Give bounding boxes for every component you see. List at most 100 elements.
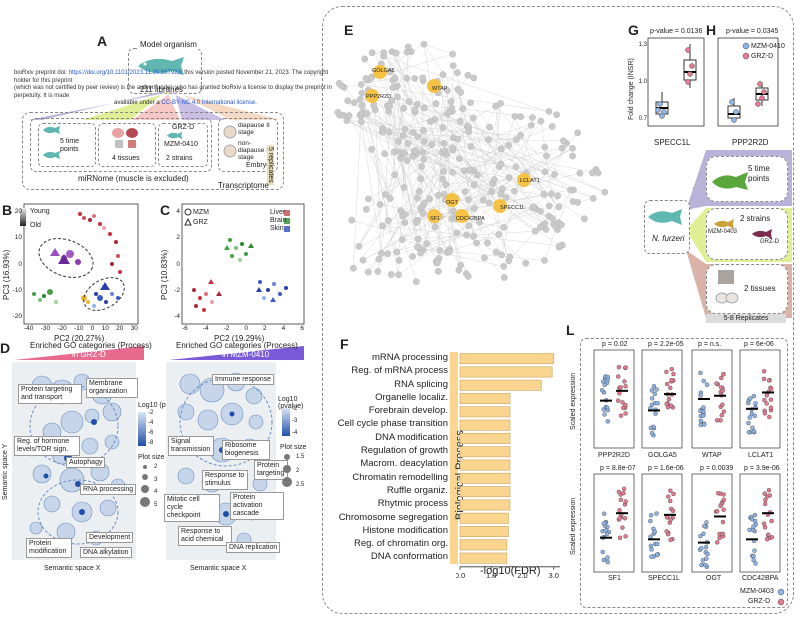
l-point xyxy=(721,507,726,512)
network-node xyxy=(589,195,597,202)
c-ytick: 4 xyxy=(176,208,180,215)
i-time-label: 5 time points xyxy=(748,164,770,183)
network-node xyxy=(556,242,563,250)
f-cat-label: DNA conformation xyxy=(370,551,448,563)
f-cat-label: Macrom. deacylation xyxy=(360,458,448,470)
network-edge xyxy=(392,87,469,128)
l-plot-frame xyxy=(739,349,781,449)
network-node xyxy=(470,181,478,189)
network-nodes xyxy=(334,40,609,286)
panel-h-pvalue: p-value = 0.0345 xyxy=(726,28,779,35)
network-node xyxy=(335,79,343,87)
model-organism-title: Model organism xyxy=(138,40,199,49)
panel-g-gene: SPECC1L xyxy=(654,138,691,147)
l-point xyxy=(602,382,607,388)
l-point xyxy=(668,537,673,542)
network-node xyxy=(467,143,475,150)
l-point xyxy=(746,420,751,426)
network-node xyxy=(558,144,566,152)
network-node xyxy=(370,101,377,109)
network-node xyxy=(414,243,421,251)
d-cbar-tick: -2 xyxy=(148,410,154,416)
network-edge xyxy=(457,138,578,203)
panel-l-frame xyxy=(580,338,788,608)
l-point xyxy=(701,531,706,536)
l-point xyxy=(617,535,623,541)
network-node xyxy=(361,55,369,63)
network-node xyxy=(536,224,544,231)
l-point xyxy=(649,388,655,393)
network-node xyxy=(414,133,422,141)
l-point xyxy=(599,388,605,393)
network-node xyxy=(601,188,609,196)
tissues-box xyxy=(98,123,156,167)
network-node xyxy=(405,98,413,105)
l-point xyxy=(605,419,611,424)
l-point xyxy=(666,396,672,402)
network-node xyxy=(543,152,550,160)
network-edge xyxy=(395,53,419,137)
l-point xyxy=(720,402,725,407)
network-node xyxy=(419,148,427,156)
network-node xyxy=(506,253,514,261)
network-node xyxy=(418,163,426,170)
network-node xyxy=(485,136,492,144)
embryos-box xyxy=(218,118,278,172)
network-node xyxy=(453,69,461,76)
network-edge xyxy=(351,220,419,240)
g-ytick: 1.0 xyxy=(638,79,647,85)
f-bar xyxy=(459,499,511,511)
l-point xyxy=(700,558,706,563)
network-node xyxy=(419,74,427,82)
network-node xyxy=(569,152,576,160)
doi-link[interactable]: https://doi.org/10.1101/2023.11.20.56792… xyxy=(68,70,181,76)
network-node xyxy=(391,74,399,82)
network-node xyxy=(362,205,370,213)
network-node xyxy=(455,266,463,274)
network-node xyxy=(436,247,444,254)
network-node xyxy=(375,255,383,263)
transcriptome-label: Transcriptome xyxy=(218,181,269,190)
f-bar xyxy=(459,393,511,405)
f-cat-label: DNA modification xyxy=(375,431,448,443)
network-edge xyxy=(346,120,469,133)
l-gene-4: SF1 xyxy=(608,575,621,582)
network-node xyxy=(345,112,353,119)
network-edge xyxy=(429,90,448,199)
b-xtick: 20 xyxy=(116,325,124,332)
c-ytick: 2 xyxy=(176,234,180,242)
license-link[interactable]: CC-BY-NC 4.0 International license xyxy=(161,100,256,106)
network-node xyxy=(441,147,449,155)
network-node xyxy=(365,195,372,203)
l-point xyxy=(714,381,719,386)
l-point xyxy=(721,497,727,502)
l-point xyxy=(668,488,673,493)
network-node xyxy=(357,81,365,88)
l-point xyxy=(669,366,674,372)
panel-l-label: L xyxy=(566,322,575,338)
l-point xyxy=(654,387,659,392)
l-gene-2: WTAP xyxy=(702,452,722,459)
l-point xyxy=(704,520,709,525)
d-cbar-tick: -8 xyxy=(148,440,154,446)
i-strain-a: MZM-0403 xyxy=(708,229,738,235)
f-bar xyxy=(459,446,511,458)
network-node xyxy=(505,142,513,149)
nondiapause-label: non-diapause II stage xyxy=(238,140,270,161)
network-node xyxy=(400,184,408,191)
network-edge xyxy=(540,121,558,230)
network-node xyxy=(421,199,428,207)
network-node xyxy=(391,171,399,179)
l-point xyxy=(618,385,623,390)
l-point xyxy=(714,508,720,514)
strain-grz-label: GRZ-D xyxy=(172,124,195,131)
network-edge xyxy=(397,96,585,219)
network-edge xyxy=(462,108,536,209)
hub-label-cdc42bpa: CDC42BPA xyxy=(456,216,485,222)
network-node xyxy=(555,203,563,211)
network-node xyxy=(411,106,419,114)
network-edge xyxy=(406,78,416,111)
d-left-title-2: in GRZ-D xyxy=(72,350,106,359)
